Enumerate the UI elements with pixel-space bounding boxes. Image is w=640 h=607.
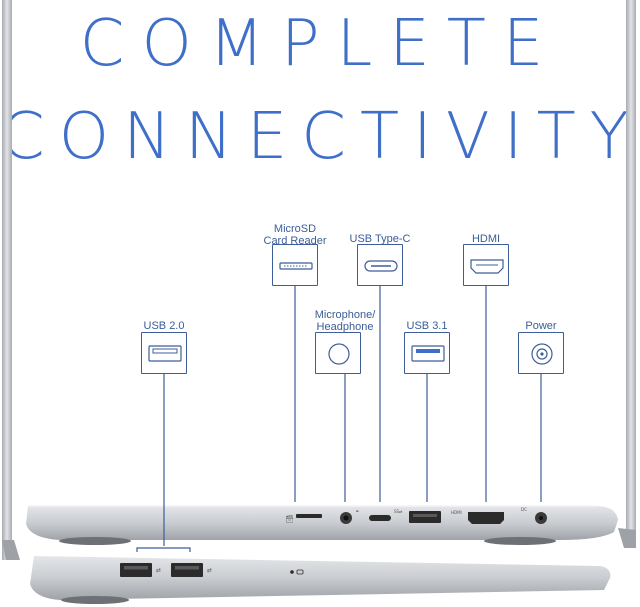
label-audio: Microphone/ Headphone xyxy=(300,309,390,333)
svg-text:DC: DC xyxy=(521,507,527,512)
label-usb31: USB 3.1 xyxy=(406,320,448,332)
svg-text:⇄: ⇄ xyxy=(207,567,212,574)
label-power: Power xyxy=(525,320,557,332)
sd-card-slot-icon xyxy=(272,244,318,286)
microsd-slot xyxy=(296,514,322,518)
laptop-left-side-base xyxy=(30,556,611,600)
status-led xyxy=(290,570,294,574)
left-lid-hinge xyxy=(2,540,20,560)
headline-complete: COMPLETE xyxy=(79,7,561,81)
usb2-port-1 xyxy=(120,563,152,577)
svg-text:HDMI: HDMI xyxy=(451,510,462,515)
usb-c-port xyxy=(369,515,391,521)
callout-lines xyxy=(136,286,542,552)
usb-3-icon xyxy=(404,332,450,374)
svg-text:SS⇄: SS⇄ xyxy=(394,509,403,514)
right-side-ports: 🗃 ⚭ SS⇄ HDMI DC xyxy=(285,507,547,524)
usb-c-icon xyxy=(357,244,403,286)
laptop-right-side-base xyxy=(26,506,618,540)
label-hdmi: HDMI xyxy=(471,233,501,245)
label-audio-text: Microphone/ Headphone xyxy=(314,309,376,333)
hdmi-icon xyxy=(463,244,509,286)
power-jack-icon xyxy=(518,332,564,374)
svg-text:🗃: 🗃 xyxy=(285,515,294,523)
left-side-ports: ⇄ ⇄ xyxy=(120,563,304,577)
label-microsd: MicroSD Card Reader xyxy=(256,223,334,247)
right-lid-edge xyxy=(626,0,636,548)
audio-jack-icon xyxy=(315,332,361,374)
left-lid-edge xyxy=(2,0,12,560)
svg-text:⇄: ⇄ xyxy=(156,567,161,574)
label-microsd-text: MicroSD Card Reader xyxy=(263,223,327,247)
usb2-port-2 xyxy=(171,563,203,577)
usb-a-icon xyxy=(141,332,187,374)
headline-connectivity: CONNECTIVITY xyxy=(0,100,640,174)
svg-text:⚭: ⚭ xyxy=(355,509,359,515)
label-usb-c: USB Type-C xyxy=(349,233,411,245)
right-lid-hinge xyxy=(618,528,636,548)
label-usb2: USB 2.0 xyxy=(143,320,185,332)
callout-bracket-usb2 xyxy=(136,547,191,552)
hdmi-port xyxy=(468,512,504,524)
